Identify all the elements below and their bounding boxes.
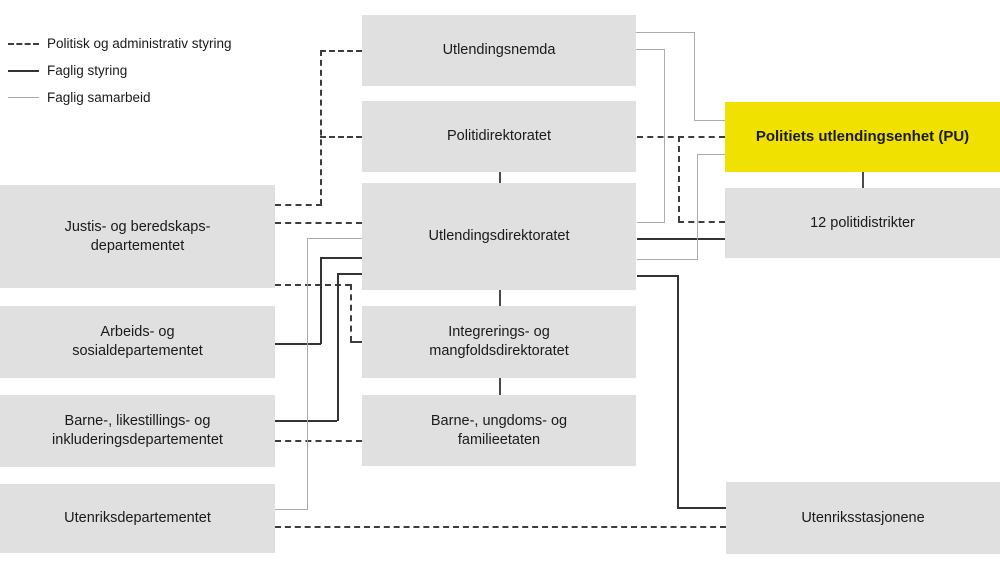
line-une-pu-gray-2 (694, 32, 695, 120)
box-label: Utenriksstasjonene (801, 509, 925, 526)
box-utlendingsnemda: Utlendingsnemda (362, 15, 636, 86)
line-asd-udi-solid-3 (275, 343, 321, 345)
line-une-udi-gray-3 (637, 222, 664, 223)
line-pod-pu-dashed (637, 136, 725, 138)
line-jd-udi-dashed (275, 222, 362, 224)
box-label: Arbeids- og sosialdepartementet (72, 324, 203, 359)
legend: Politisk og administrativ styring Faglig… (8, 30, 232, 111)
thin-gray-line-icon (8, 97, 39, 98)
box-utlendingsdirektoratet: Utlendingsdirektoratet (362, 183, 636, 290)
line-jd-une-dashed (320, 50, 362, 52)
box-barnedepartementet: Barne-, likestillings- og inkluderingsde… (0, 395, 275, 467)
line-pod-pd-dashed (678, 221, 725, 223)
line-udi-pu-gray-3 (697, 154, 725, 155)
line-udi-pu-gray-2 (697, 154, 698, 259)
line-udi-pu-gray-1 (637, 259, 698, 260)
legend-item-faglig-samarbeid: Faglig samarbeid (8, 84, 232, 111)
connector-udi-imdi (499, 290, 501, 306)
line-asd-udi-solid-1 (320, 257, 362, 259)
box-utenriksdepartementet: Utenriksdepartementet (0, 484, 275, 553)
line-udi-utenriksstasjonene-solid-3 (677, 507, 726, 509)
line-jd-imdi-dashed-1 (275, 284, 351, 286)
line-pod-pd-dashed-riser (678, 136, 680, 222)
line-ud-udi-gray-1 (308, 238, 362, 239)
line-jd-stub-dashed (275, 204, 322, 206)
line-une-pu-gray-3 (694, 120, 725, 121)
line-bld-udi-solid-1 (337, 273, 362, 275)
dashed-line-icon (8, 42, 39, 45)
line-bld-bufetat-dashed (275, 440, 362, 442)
solid-line-icon (8, 69, 39, 72)
box-label: Barne-, ungdoms- og familieetaten (430, 412, 568, 448)
box-label: Utlendingsdirektoratet (428, 228, 570, 245)
box-label: Politiets utlendingsenhet (PU) (755, 128, 970, 146)
box-label: Justis- og beredskaps- departementet (64, 218, 211, 254)
line-udi-politidistrikter-solid (637, 238, 725, 240)
line-udi-utenriksstasjonene-solid-2 (677, 275, 679, 508)
box-politidistrikter: 12 politidistrikter (725, 188, 1000, 258)
box-label: Barne-, likestillings- og inkluderingsde… (52, 413, 223, 448)
line-bld-udi-solid-3 (275, 420, 337, 422)
line-ud-udi-gray-3 (275, 509, 307, 510)
connector-imdi-bufetat (499, 378, 501, 395)
box-label: Integrerings- og mangfoldsdirektoratet (429, 324, 569, 359)
box-bufetat: Barne-, ungdoms- og familieetaten (362, 395, 636, 466)
connector-pu-politidistrikter (862, 172, 864, 188)
legend-label: Faglig samarbeid (47, 90, 151, 105)
box-utenriksstasjonene: Utenriksstasjonene (726, 482, 1000, 554)
box-label: Politidirektoratet (447, 128, 551, 145)
line-bld-udi-solid-2 (337, 273, 339, 421)
legend-item-faglig-styring: Faglig styring (8, 57, 232, 84)
connector-pod-udi (499, 172, 501, 183)
box-politidirektoratet: Politidirektoratet (362, 101, 636, 172)
line-asd-udi-solid-2 (320, 257, 322, 344)
legend-label: Faglig styring (47, 63, 128, 78)
line-ud-udi-gray-2 (307, 238, 308, 510)
line-une-udi-gray-2 (664, 49, 665, 223)
line-jd-pod-dashed (320, 136, 362, 138)
line-une-udi-gray-1 (635, 49, 665, 50)
legend-item-politisk-styring: Politisk og administrativ styring (8, 30, 232, 57)
line-udi-utenriksstasjonene-solid-1 (637, 275, 678, 277)
box-arbeidsdepartementet: Arbeids- og sosialdepartementet (0, 306, 275, 378)
line-jd-imdi-dashed-2 (350, 284, 352, 342)
line-ud-utenriksstasjonene-dashed (275, 526, 726, 528)
box-label: Utlendingsnemda (442, 42, 556, 59)
box-label: Utenriksdepartementet (64, 510, 211, 527)
line-une-pu-gray-1 (635, 32, 695, 33)
legend-label: Politisk og administrativ styring (47, 36, 232, 51)
line-jd-imdi-dashed-3 (350, 341, 362, 343)
box-label: 12 politidistrikter (810, 214, 915, 231)
box-imdi: Integrerings- og mangfoldsdirektoratet (362, 306, 636, 378)
line-jd-riser-dashed (320, 50, 322, 205)
box-justisdepartementet: Justis- og beredskaps- departementet (0, 185, 275, 288)
box-politiets-utlendingsenhet: Politiets utlendingsenhet (PU) (725, 102, 1000, 172)
